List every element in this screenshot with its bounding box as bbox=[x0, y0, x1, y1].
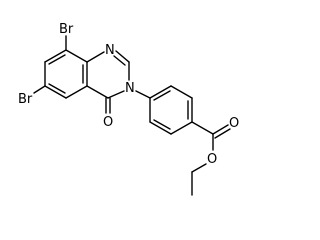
atom-n-ring: N bbox=[105, 43, 115, 58]
atom-br-top: Br bbox=[59, 22, 74, 37]
bond-ph5-ph6 bbox=[149, 121, 172, 135]
bond-ph2-ph3 bbox=[170, 85, 193, 99]
bond-n3-phenyl bbox=[135, 90, 151, 99]
bond-c5-c6-inner bbox=[48, 83, 66, 94]
bond-c8-c8a bbox=[65, 49, 88, 63]
phenyl-ring bbox=[149, 85, 193, 135]
atom-o-ester-ether: O bbox=[207, 152, 217, 167]
ethyl-ester bbox=[191, 121, 231, 196]
bond-ph4-cester bbox=[191, 121, 214, 135]
bond-c4a-c5 bbox=[65, 85, 88, 99]
bond-ph1-ph2-inner bbox=[153, 90, 171, 101]
bond-cester-o-a bbox=[212, 124, 229, 135]
bond-ph5-ph6-inner bbox=[153, 119, 171, 130]
bond-n1-c2 bbox=[115, 50, 130, 63]
atom-labels: Br Br N N O O O bbox=[18, 22, 239, 167]
atom-n-amide: N bbox=[125, 81, 135, 96]
bond-c7-c8-inner bbox=[48, 54, 66, 65]
bond-ph4-ph5 bbox=[170, 121, 193, 135]
quinazolinone-core bbox=[33, 35, 130, 114]
molecule-diagram: Br Br N N O O O bbox=[18, 22, 239, 196]
atom-br-left: Br bbox=[18, 92, 33, 107]
atom-o-ester-carbonyl: O bbox=[229, 116, 239, 131]
bond-c4-c4a bbox=[86, 85, 109, 99]
bond-c8a-n1 bbox=[86, 51, 105, 63]
bond-n3-c4 bbox=[107, 90, 125, 99]
bond-c5-c6 bbox=[44, 85, 67, 99]
bond-c6-br bbox=[33, 85, 46, 94]
bond-n1-c2-inner bbox=[113, 55, 126, 66]
bond-oether-ch2 bbox=[191, 163, 207, 173]
bond-c7-c8 bbox=[44, 49, 67, 63]
atom-o-carbonyl: O bbox=[103, 115, 113, 130]
bond-cester-o-b bbox=[214, 128, 231, 139]
bond-ph1-ph2 bbox=[149, 85, 172, 99]
